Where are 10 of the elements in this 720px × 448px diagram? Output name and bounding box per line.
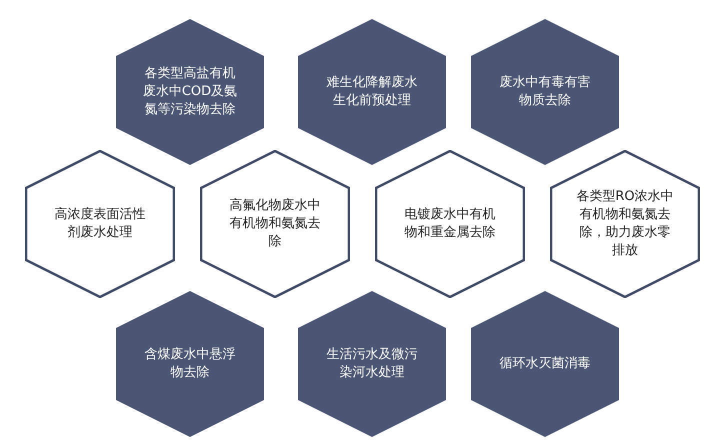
service-label: 生活污水及微污染河水处理 <box>326 346 418 382</box>
service-label: 各类型RO浓水中有机物和氨氮去除，助力废水零排放 <box>575 188 675 260</box>
service-label: 各类型高盐有机废水中COD及氨氮等污染物去除 <box>142 65 238 119</box>
service-label: 循环水灭菌消毒 <box>500 355 590 373</box>
service-label: 难生化降解废水生化前预处理 <box>326 74 418 110</box>
service-label: 含煤废水中悬浮物去除 <box>144 346 236 382</box>
service-label: 高氟化物废水中有机物和氨氮去除 <box>228 197 322 251</box>
service-label: 电镀废水中有机物和重金属去除 <box>404 206 496 242</box>
service-label: 高浓度表面活性剂废水处理 <box>54 206 146 242</box>
service-label: 废水中有毒有害物质去除 <box>498 74 592 110</box>
